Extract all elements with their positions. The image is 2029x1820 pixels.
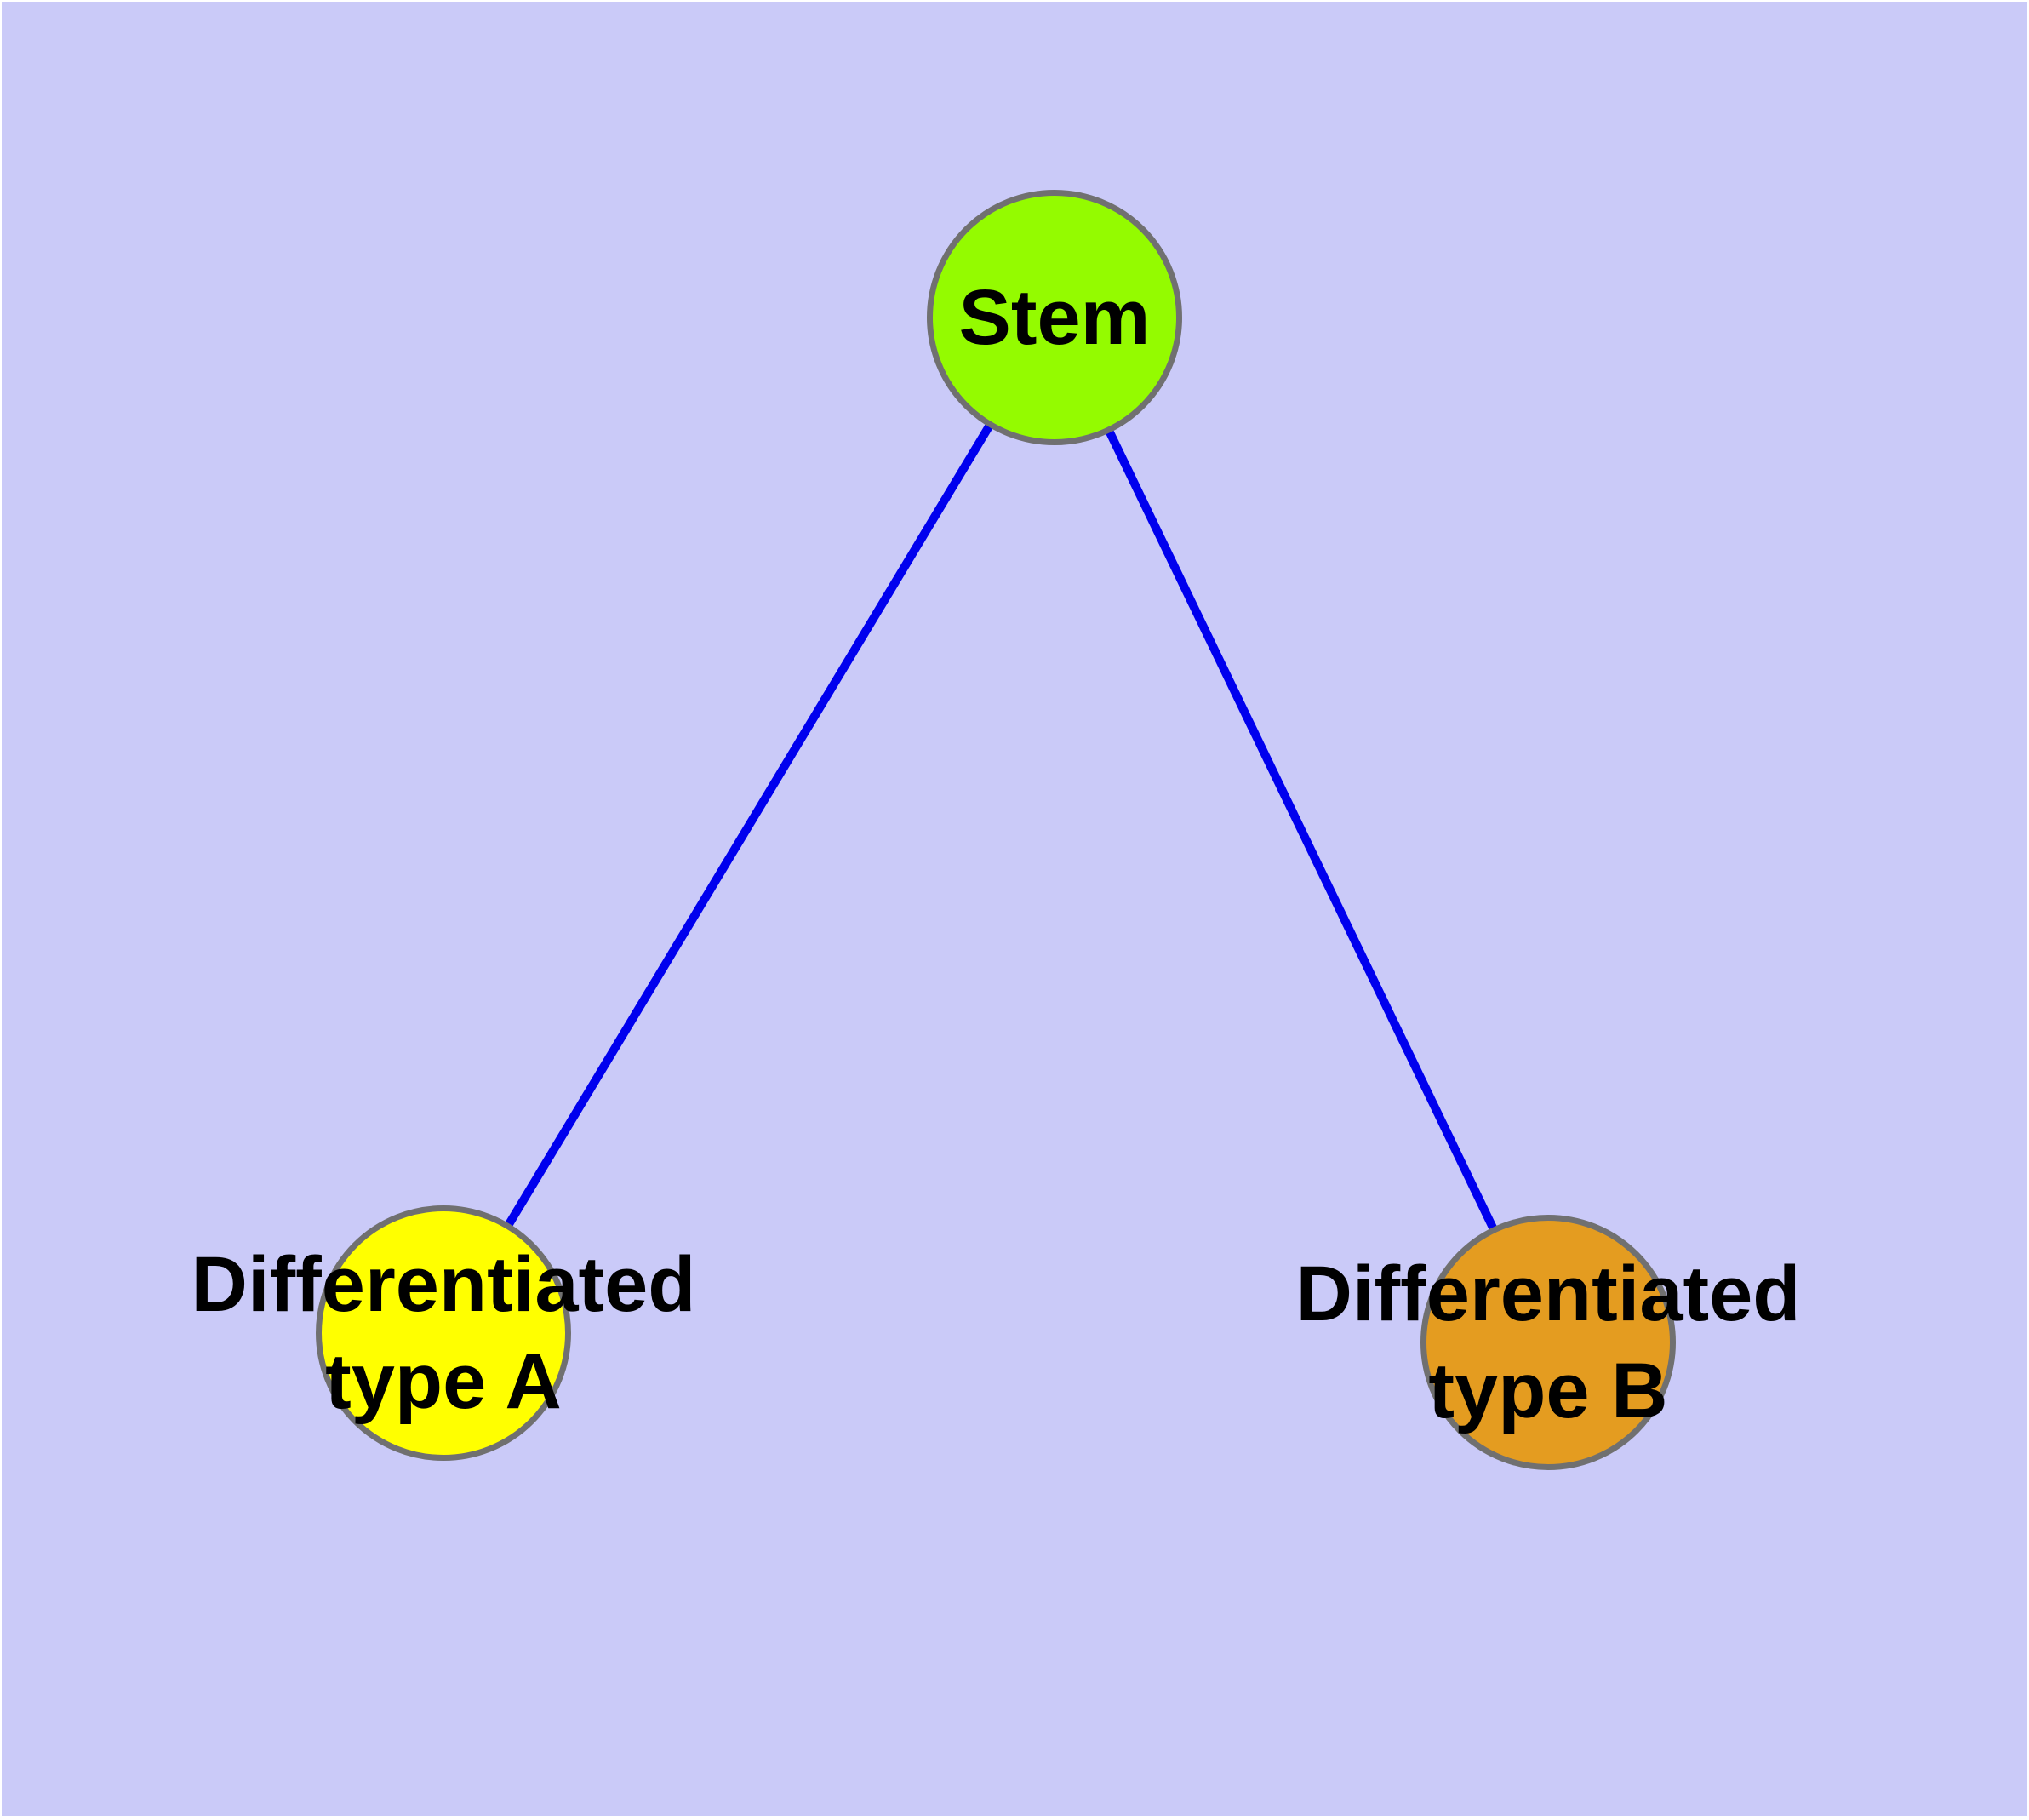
- edge-stem-to-type-a: [439, 315, 1059, 1336]
- node-differentiated-type-a-label-line1: Differentiated: [191, 1241, 696, 1328]
- node-differentiated-type-a-label: Differentiated type A: [191, 1236, 696, 1430]
- node-differentiated-type-b-label-line1: Differentiated: [1295, 1251, 1801, 1337]
- node-stem-label-line: Stem: [958, 274, 1151, 361]
- node-differentiated-type-b[interactable]: Differentiated type B: [1296, 1215, 1800, 1470]
- node-differentiated-type-a[interactable]: Differentiated type A: [191, 1205, 695, 1461]
- edge-stem-to-type-b: [1050, 315, 1552, 1345]
- node-differentiated-type-b-label: Differentiated type B: [1296, 1245, 1801, 1439]
- node-stem-label: Stem: [959, 269, 1151, 366]
- node-differentiated-type-b-label-line2: type B: [1428, 1348, 1668, 1434]
- node-stem[interactable]: Stem: [927, 190, 1182, 445]
- node-differentiated-type-a-label-line2: type A: [325, 1338, 562, 1425]
